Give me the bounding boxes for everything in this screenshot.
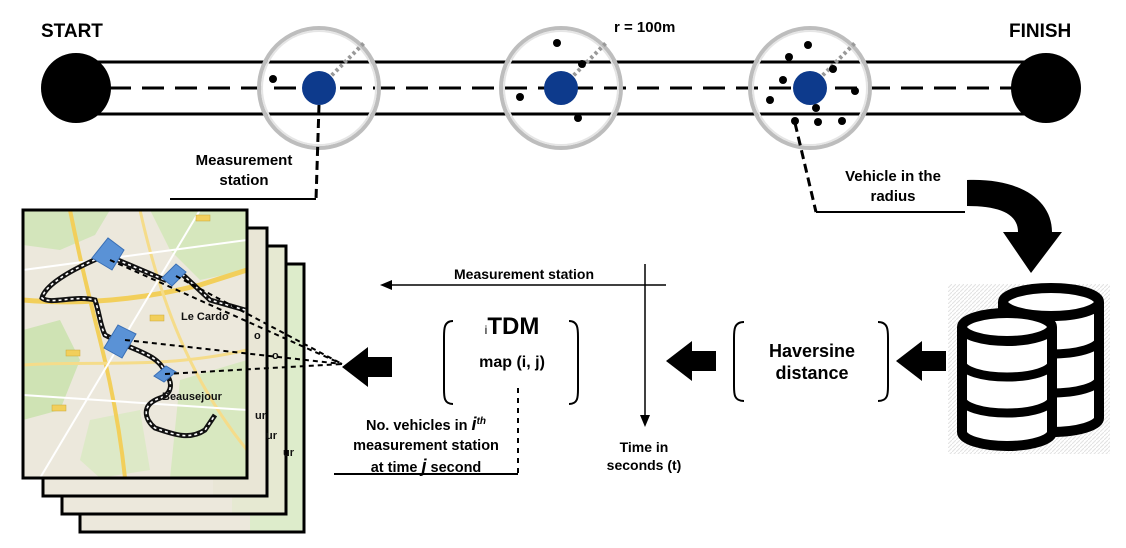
vehicle-in-radius-label: Vehicle in the radius bbox=[818, 167, 968, 207]
radius-circle-3 bbox=[748, 26, 872, 150]
database-icon bbox=[948, 283, 1110, 454]
measurement-station-label-line2: station bbox=[219, 172, 269, 189]
vehicle-in-radius-label-line2: radius bbox=[870, 188, 916, 205]
tdm-brackets bbox=[443, 320, 579, 405]
map-marker-1 bbox=[91, 237, 125, 271]
time-axis-label-line2: seconds (t) bbox=[606, 457, 682, 473]
marker-lines bbox=[109, 259, 343, 375]
radius-circle-2 bbox=[499, 26, 623, 150]
radius-label: r = 100m bbox=[614, 19, 676, 36]
vehicle-callout-line bbox=[793, 122, 818, 213]
measurement-station-label-line1: Measurement bbox=[195, 152, 293, 169]
tdm-title: iTDM bbox=[456, 313, 568, 341]
tdm-prefix: i bbox=[484, 323, 488, 337]
map-marker-3 bbox=[103, 324, 137, 359]
curved-arrow-icon bbox=[967, 179, 1062, 273]
caption-j: j bbox=[421, 455, 427, 476]
measurement-station-2 bbox=[544, 71, 578, 105]
vehicle-in-radius-label-line1: Vehicle in the bbox=[845, 168, 941, 185]
map-stack-fragment-4: ur bbox=[266, 430, 277, 442]
map-place-le-cardo: Le Cardo bbox=[181, 311, 229, 323]
caption-line2: measurement station bbox=[353, 437, 499, 454]
map-sheet-front bbox=[21, 208, 249, 480]
haversine-label: Haversine distance bbox=[740, 340, 884, 384]
map-stack bbox=[21, 208, 343, 534]
tdm-subtitle: map (i, j) bbox=[479, 354, 545, 371]
caption-line3: at time j second bbox=[370, 455, 482, 476]
measurement-station-1 bbox=[302, 71, 336, 105]
left-arrow-icon-1 bbox=[896, 341, 946, 381]
start-node bbox=[41, 53, 111, 123]
finish-node bbox=[1011, 53, 1081, 123]
map-stack-fragment-5: ur bbox=[283, 447, 294, 459]
vehicle-dots bbox=[269, 39, 859, 126]
tdm-cell-caption: No. vehicles in ith measurement station … bbox=[328, 412, 524, 478]
time-axis-label-line1: Time in bbox=[619, 439, 669, 455]
measurement-station-axis-label: Measurement station bbox=[454, 266, 595, 282]
tdm-title-text: TDM bbox=[487, 313, 540, 340]
radius-line-1 bbox=[317, 41, 366, 90]
caption-line1: No. vehicles in ith bbox=[365, 413, 487, 434]
left-arrow-icon-2 bbox=[666, 341, 716, 381]
caption-th: th bbox=[476, 416, 487, 427]
station-callout-line bbox=[314, 104, 321, 201]
haversine-brackets bbox=[733, 321, 889, 402]
road bbox=[76, 60, 1046, 116]
haversine-label-line1: Haversine bbox=[768, 341, 856, 361]
measurement-station-label: Measurement station bbox=[172, 151, 316, 191]
left-arrow-icon-3 bbox=[342, 347, 392, 387]
measurement-station-3 bbox=[793, 71, 827, 105]
time-axis-arrowhead bbox=[640, 415, 650, 427]
map-place-beausejour: Beausejour bbox=[162, 391, 222, 403]
measurement-station-axis-arrowhead bbox=[380, 280, 392, 290]
map-stack-fragment-1: o bbox=[254, 330, 261, 342]
start-label: START bbox=[41, 21, 103, 42]
time-axis-label: Time in seconds (t) bbox=[584, 438, 704, 474]
map-stack-fragment-3: ur bbox=[255, 410, 266, 422]
haversine-label-line2: distance bbox=[775, 363, 849, 383]
map-stack-fragment-2: o bbox=[272, 350, 279, 362]
map-marker-2 bbox=[161, 263, 187, 287]
caption-i: i bbox=[471, 413, 477, 434]
finish-label: FINISH bbox=[1009, 21, 1072, 42]
